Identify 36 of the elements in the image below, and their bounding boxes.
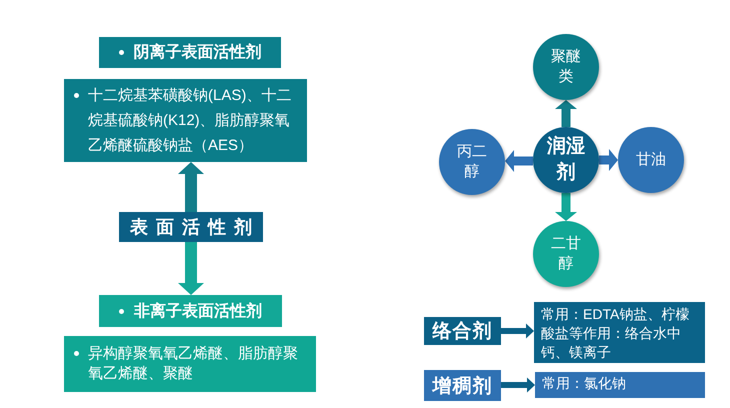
circle-node	[533, 34, 599, 100]
block-arrow	[555, 193, 577, 221]
circle-node	[533, 127, 599, 193]
category-label: 络合剂	[432, 320, 492, 344]
block-arrow	[505, 150, 533, 172]
heading-banner	[99, 295, 282, 327]
category-tag	[424, 370, 501, 401]
heading-text: 阴离子表面活性剂	[134, 42, 262, 63]
circle-label: 甘油	[636, 150, 666, 170]
block-arrow	[501, 324, 534, 338]
circle-node	[618, 127, 684, 193]
block-arrow	[178, 162, 204, 212]
circle-label: 二甘醇	[550, 234, 582, 274]
description-text: 异构醇聚氧氧乙烯醚、脂肪醇聚氧乙烯醚、聚醚	[88, 344, 299, 384]
circle-label: 聚醚类	[550, 47, 582, 87]
title-banner	[119, 212, 263, 242]
note-text: 常用：氯化钠	[542, 374, 626, 393]
title-text: 表面活性剂	[130, 216, 260, 239]
description-text: 十二烷基苯磺酸钠(LAS)、十二烷基硫酸钠(K12)、脂肪醇聚氧乙烯醚硫酸钠盐（AES）	[88, 86, 292, 156]
note-panel	[535, 372, 705, 398]
heading-text: 非离子表面活性剂	[134, 301, 262, 322]
circle-node	[533, 221, 599, 287]
block-arrow	[501, 378, 535, 392]
heading-banner	[99, 37, 281, 68]
category-tag	[424, 317, 501, 345]
block-arrow	[599, 149, 618, 171]
description-panel	[64, 336, 316, 392]
circle-label: 丙二醇	[456, 142, 488, 182]
block-arrow	[178, 242, 204, 295]
block-arrow	[555, 100, 577, 127]
note-panel	[534, 302, 705, 363]
description-panel	[64, 79, 307, 162]
circle-label: 润湿剂	[546, 134, 586, 185]
category-label: 增稠剂	[432, 374, 492, 398]
note-text: 常用：EDTA钠盐、柠檬酸盐等作用：络合水中钙、镁离子	[541, 305, 690, 362]
circle-node	[439, 129, 505, 195]
